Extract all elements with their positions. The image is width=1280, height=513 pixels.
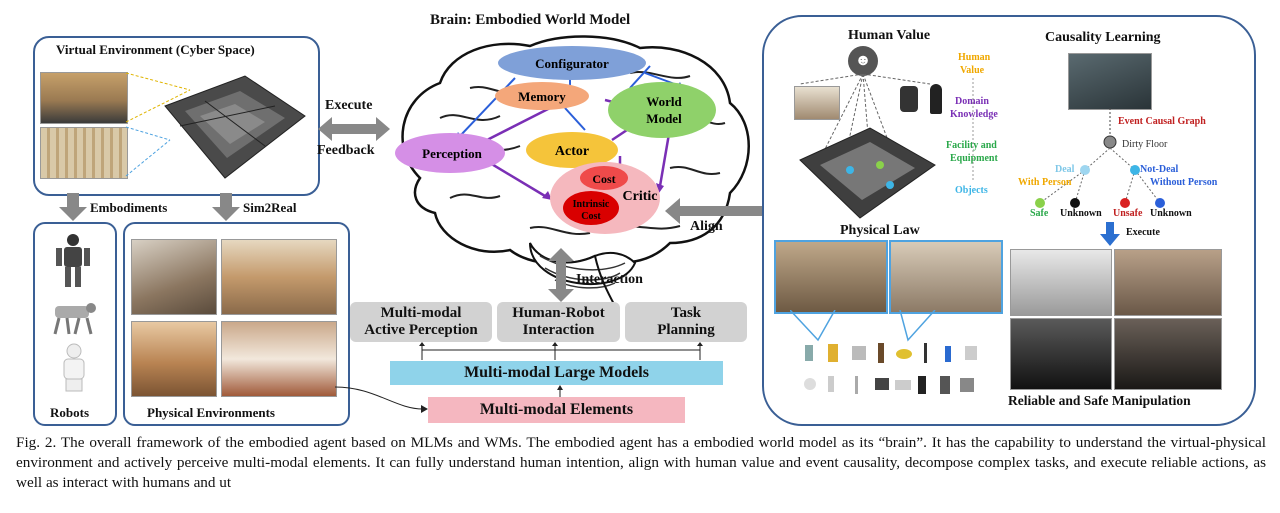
elements-box: Multi-modal Elements	[428, 397, 685, 423]
objects-label: Objects	[955, 185, 988, 196]
down-arrows	[59, 193, 240, 221]
hv-label-1: Human	[958, 52, 991, 63]
hv-label-2: Value	[960, 65, 985, 76]
causal-graph	[1035, 108, 1165, 208]
task-box-line2: Interaction	[522, 322, 595, 338]
memory-label: Memory	[518, 89, 566, 104]
cost-label: Cost	[592, 172, 615, 186]
intrinsic-cost-label: Cost	[581, 211, 601, 222]
configurator-label: Configurator	[535, 56, 609, 71]
not-deal-label: Not-Deal	[1140, 164, 1179, 175]
callout-lines	[790, 310, 936, 342]
with-person-label: With Person	[1018, 177, 1072, 188]
interaction-label: Interaction	[576, 272, 643, 287]
task-box-line1: Task	[670, 305, 702, 321]
kitchen-image	[794, 86, 840, 120]
brain-title: Brain: Embodied World Model	[430, 12, 631, 28]
manipulation-image-3	[1010, 318, 1112, 390]
robots-label: Robots	[50, 405, 90, 420]
zoom-lines	[125, 72, 191, 177]
intrinsic-label: Intrinsic	[573, 199, 610, 210]
dirty-floor-label: Dirty Floor	[1122, 139, 1168, 150]
manipulation-image-2	[1114, 249, 1222, 316]
unknown-label-2: Unknown	[1150, 208, 1192, 219]
causality-title: Causality Learning	[1045, 30, 1161, 45]
fe-label-2: Equipment	[950, 153, 998, 164]
quadruped-robot-image	[45, 296, 101, 336]
safe-label: Safe	[1030, 208, 1049, 219]
sim2real-label: Sim2Real	[243, 200, 297, 215]
without-person-label: Without Person	[1150, 177, 1218, 188]
figure-icon	[930, 84, 942, 114]
service-robot-image	[52, 342, 96, 392]
execute-label-right: Execute	[1126, 227, 1160, 238]
task-box-human-robot-interaction: Human-Robot Interaction	[497, 302, 620, 342]
figure-caption: Fig. 2. The overall framework of the emb…	[16, 434, 1266, 491]
execute-down-arrow	[1100, 222, 1120, 246]
actor-label: Actor	[555, 144, 589, 159]
value-floorplan-image	[790, 120, 940, 220]
embodiments-label: Embodiments	[90, 200, 168, 215]
task-box-task-planning: Task Planning	[625, 302, 747, 342]
virtual-room-image-2	[40, 127, 128, 179]
align-label: Align	[690, 219, 723, 234]
event-graph-label: Event Causal Graph	[1118, 116, 1206, 127]
brain-diagram: Configurator Memory World Model Percepti…	[395, 35, 750, 307]
virtual-floorplan-image	[145, 66, 310, 184]
virtual-environment-title: Virtual Environment (Cyber Space)	[56, 42, 255, 57]
dk-label-1: Domain	[955, 96, 989, 107]
execute-feedback-arrow	[318, 117, 390, 141]
task-box-active-perception: Multi-modal Active Perception	[350, 302, 492, 342]
manipulation-image-4	[1114, 318, 1222, 390]
task-box-line1: Multi-modal	[380, 305, 462, 321]
manipulation-image-1	[1010, 249, 1112, 316]
head-icon: ☻	[848, 46, 878, 76]
dk-label-2: Knowledge	[950, 109, 998, 120]
unknown-label-1: Unknown	[1060, 208, 1102, 219]
humanoid-robot-image	[48, 232, 98, 288]
elements-arrow	[557, 385, 563, 397]
execute-label: Execute	[325, 98, 373, 113]
task-box-line1: Human-Robot	[512, 305, 605, 321]
object-icons-grid	[800, 340, 990, 400]
physical-law-image-2	[889, 240, 1003, 314]
large-models-box: Multi-modal Large Models	[390, 361, 723, 385]
dirty-floor-image	[1068, 53, 1152, 110]
human-value-title: Human Value	[848, 28, 931, 43]
align-arrow	[665, 198, 780, 224]
virtual-room-image-1	[40, 72, 128, 124]
physical-law-image-1	[774, 240, 888, 314]
interaction-arrow	[548, 248, 574, 302]
physical-env-image-2	[221, 239, 337, 315]
physical-environments-label: Physical Environments	[147, 405, 275, 420]
task-box-line2: Active Perception	[364, 322, 478, 338]
physical-env-image-1	[131, 239, 217, 315]
critic-label: Critic	[623, 189, 658, 204]
world-label: World	[646, 94, 682, 109]
connector-lines	[419, 342, 703, 360]
physical-law-title: Physical Law	[840, 223, 920, 238]
manipulation-title: Reliable and Safe Manipulation	[1008, 393, 1191, 408]
unsafe-label: Unsafe	[1113, 208, 1143, 219]
physical-env-image-3	[131, 321, 217, 397]
deal-label: Deal	[1055, 164, 1075, 175]
perception-label: Perception	[422, 146, 482, 161]
task-box-line2: Planning	[657, 322, 715, 338]
fe-label-1: Facility and	[946, 140, 997, 151]
hand-icon	[900, 86, 918, 112]
physical-env-image-4	[221, 321, 337, 397]
env-to-elements-arrow	[335, 386, 428, 413]
feedback-label: Feedback	[317, 143, 375, 158]
value-hierarchy-line	[972, 78, 974, 182]
model-label: Model	[646, 111, 682, 126]
